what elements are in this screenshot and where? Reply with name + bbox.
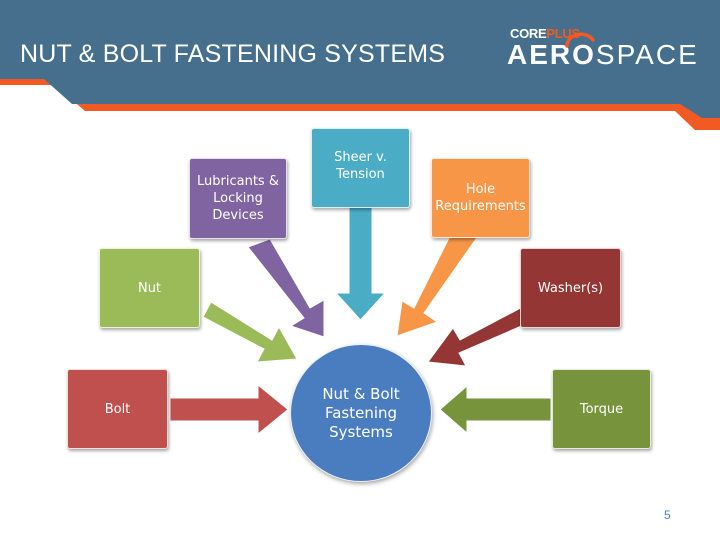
logo-aero-text: AERO — [507, 39, 596, 70]
node-nut-label: Nut — [137, 280, 162, 296]
arrow-bolt — [169, 383, 289, 436]
center-node: Nut & Bolt Fastening Systems — [290, 344, 432, 482]
company-logo: COREPLUS AEROSPACE — [505, 26, 705, 76]
node-washer-label: Washer(s) — [537, 280, 604, 296]
header-banner — [0, 0, 720, 130]
banner-background — [0, 0, 720, 118]
logo-wordmark: AEROSPACE — [507, 39, 699, 71]
logo-space-text: SPACE — [595, 39, 699, 70]
arrow-hole — [396, 223, 479, 337]
node-nut: Nut — [99, 248, 200, 328]
page-number: 5 — [664, 508, 671, 522]
node-hole: Hole Requirements — [431, 158, 530, 238]
slide-title: NUT & BOLT FASTENING SYSTEMS — [20, 40, 446, 68]
node-bolt-label: Bolt — [104, 401, 131, 417]
arrow-washer — [427, 302, 541, 367]
node-washer: Washer(s) — [520, 248, 621, 328]
center-node-label: Nut & Bolt Fastening Systems — [322, 384, 400, 441]
node-torque-label: Torque — [579, 401, 624, 417]
arrow-nut — [202, 301, 298, 363]
logo-orbit-icon — [565, 32, 595, 48]
node-lubricants-label: Lubricants & Locking Devices — [197, 174, 279, 223]
arrow-lubricants — [247, 238, 325, 338]
node-bolt: Bolt — [67, 369, 168, 449]
node-sheer: Sheer v. Tension — [311, 128, 410, 208]
logo-core-text: CORE — [510, 26, 547, 41]
node-lubricants: Lubricants & Locking Devices — [189, 158, 287, 239]
node-torque: Torque — [552, 369, 651, 449]
node-sheer-label: Sheer v. Tension — [334, 150, 387, 182]
arrow-sheer — [334, 206, 387, 321]
node-hole-label: Hole Requirements — [435, 182, 526, 214]
arrow-torque — [439, 384, 552, 435]
